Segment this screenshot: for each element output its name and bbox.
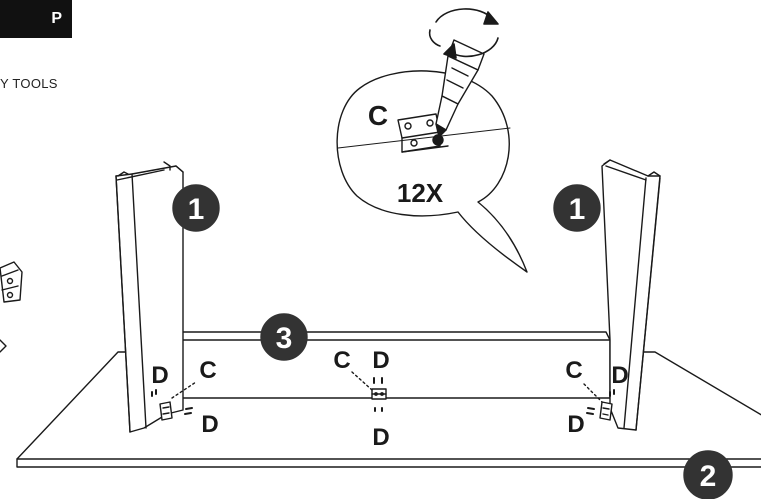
- badge-leg-right: [553, 184, 601, 232]
- callout-part-label: C: [368, 100, 388, 131]
- part-number-leg-right: 1: [569, 193, 586, 226]
- step-label: P: [51, 10, 62, 27]
- screwdriver-icon: [435, 39, 485, 138]
- bracket-right: [599, 401, 613, 421]
- dowel-marks-center: [373, 377, 383, 412]
- step-header-box: P: [0, 0, 72, 38]
- guide-line-center: [351, 371, 373, 391]
- label-d-left-upper: D: [151, 362, 168, 389]
- detail-callout: [336, 70, 528, 273]
- leg-right: [601, 159, 661, 431]
- dowel-marks-left: [151, 389, 193, 415]
- tools-label: Y TOOLS: [0, 76, 58, 91]
- guide-line-left: [171, 381, 197, 399]
- guide-line-right: [583, 383, 603, 403]
- label-c-left: C: [199, 357, 216, 384]
- bracket-center: [371, 388, 387, 400]
- badge-apron: [260, 313, 308, 361]
- bracket-left: [159, 401, 173, 421]
- leg-left: [115, 161, 184, 433]
- part-number-apron: 3: [276, 322, 293, 355]
- bracket-icon: [0, 261, 23, 303]
- label-d-right-lower: D: [567, 411, 584, 438]
- rotation-arrows-icon: [428, 8, 499, 59]
- part-number-tabletop: 2: [700, 460, 717, 493]
- label-d-center-lower: D: [372, 424, 389, 451]
- dowel-marks-right: [586, 389, 615, 415]
- label-c-center: C: [333, 347, 350, 374]
- label-d-left-lower: D: [201, 411, 218, 438]
- badge-tabletop: [683, 450, 733, 499]
- label-d-right-upper: D: [611, 362, 628, 389]
- badge-leg-left: [172, 184, 220, 232]
- callout-quantity-label: 12X: [397, 178, 444, 208]
- arrow-right-icon: [0, 339, 7, 353]
- label-c-right: C: [565, 357, 582, 384]
- part-number-leg-left: 1: [188, 193, 205, 226]
- label-d-center-upper: D: [372, 347, 389, 374]
